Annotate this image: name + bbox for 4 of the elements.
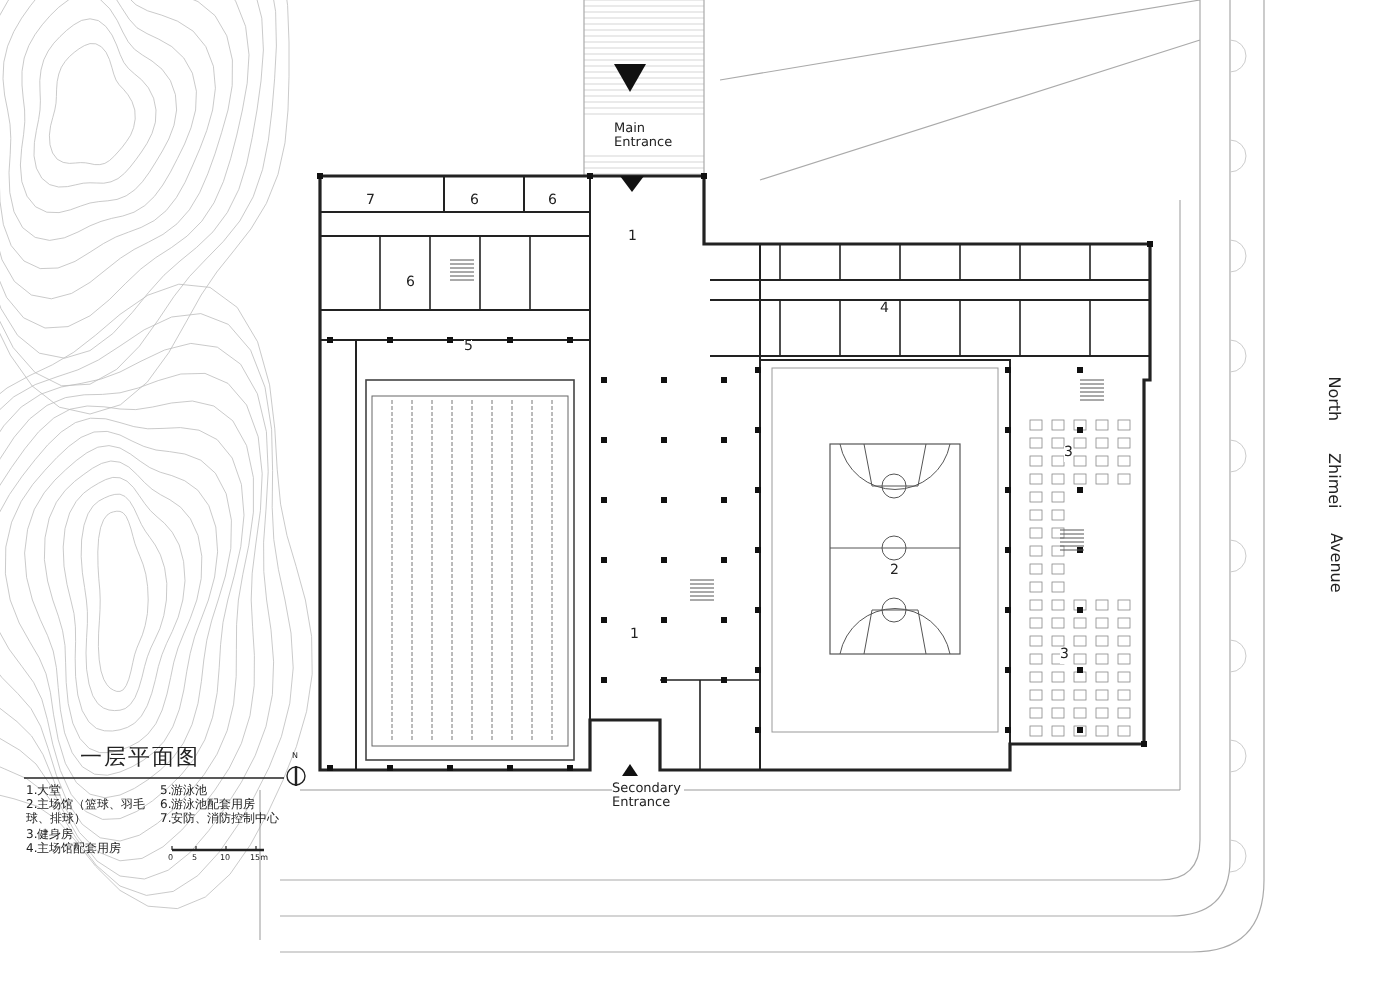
street-name: Avenue <box>1324 533 1343 593</box>
plan-title: 一层平面图 <box>80 746 200 771</box>
street-name: Zhimei <box>1322 453 1341 509</box>
street-name: North <box>1323 376 1342 422</box>
